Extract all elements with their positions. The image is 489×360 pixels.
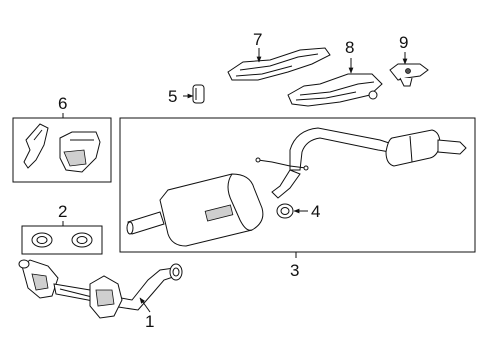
heat-shield-part-7: [227, 47, 331, 81]
callout-1: 1: [145, 312, 154, 331]
heat-shield-part-8: [287, 58, 383, 107]
part-2-box: [21, 225, 103, 255]
part-3-box: [119, 117, 476, 253]
callout-9: 9: [399, 33, 408, 52]
callout-3: 3: [290, 261, 299, 280]
callout-2: 2: [58, 202, 67, 221]
clamp-part-4: [276, 203, 308, 219]
bracket-part-9: [389, 52, 429, 87]
callout-6: 6: [58, 94, 67, 113]
insulator-part-5: [183, 84, 205, 104]
exhaust-pipe-converter-part-1: [18, 259, 183, 319]
callout-5: 5: [168, 87, 177, 106]
muffler-assembly-part-3: [126, 127, 467, 247]
callout-4: 4: [311, 202, 320, 221]
callout-8: 8: [345, 38, 354, 57]
heat-shield-part-6: [23, 123, 101, 173]
gaskets-part-2: [31, 232, 93, 248]
part-6-box: [12, 117, 112, 183]
callout-7: 7: [253, 30, 262, 49]
